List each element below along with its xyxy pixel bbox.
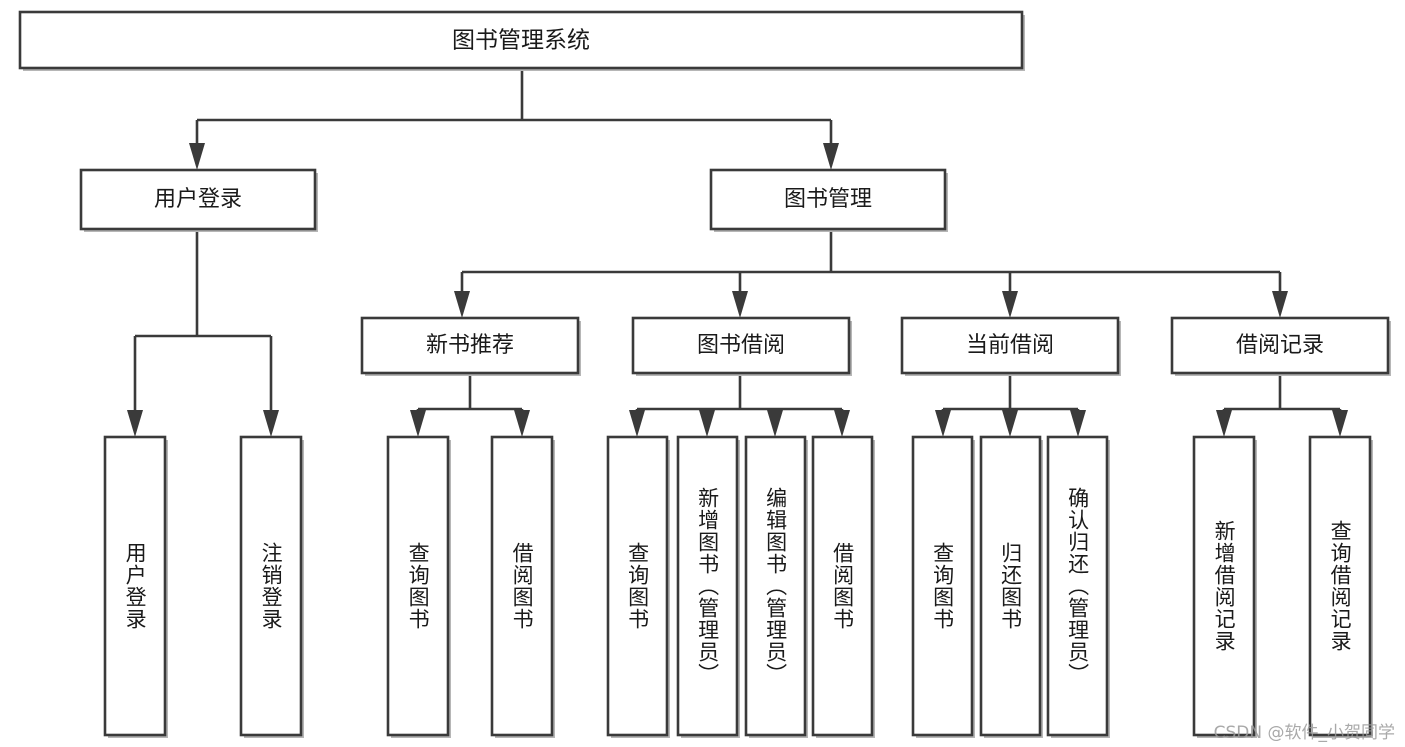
arrow-leaf-return-book [1002, 410, 1018, 437]
node-leaf-query-book-1[interactable] [386, 435, 451, 738]
leaf-query-book-2-box [606, 435, 669, 737]
connector-group-borrow-record [1216, 375, 1348, 437]
node-leaf-borrow-book-1[interactable] [490, 435, 555, 738]
node-leaf-edit-book[interactable] [744, 435, 808, 738]
arrow-leaf-edit-book [767, 410, 783, 437]
arrow-to-user-login [189, 143, 205, 170]
node-root[interactable]: 图书管理系统 [18, 10, 1025, 71]
leaf-confirm-return-box [1046, 435, 1109, 737]
node-leaf-query-book-2[interactable] [606, 435, 670, 738]
user-login-box [79, 168, 317, 231]
node-leaf-add-record[interactable] [1192, 435, 1257, 738]
node-book-borrow[interactable]: 图书借阅 [631, 316, 852, 376]
arrow-leaf-borrow-book-1 [514, 410, 530, 437]
node-leaf-user-login[interactable] [103, 435, 168, 738]
new-book-recommend-box [360, 316, 580, 375]
leaf-edit-book-box [744, 435, 807, 737]
arrow-to-book-borrow [732, 291, 748, 318]
book-management-label: 图书管理 [784, 187, 872, 212]
connector-group-new-book-recommend [410, 375, 530, 437]
node-leaf-query-record[interactable] [1308, 435, 1373, 738]
leaf-user-login-box [103, 435, 167, 737]
node-leaf-confirm-return[interactable] [1046, 435, 1110, 738]
borrow-record-label: 借阅记录 [1236, 333, 1324, 358]
current-borrow-label: 当前借阅 [966, 333, 1054, 358]
node-new-book-recommend[interactable]: 新书推荐 [360, 316, 581, 376]
root-label: 图书管理系统 [452, 28, 590, 54]
connector-group-current-borrow [935, 375, 1086, 437]
arrow-leaf-query-book-3 [935, 410, 951, 437]
leaf-add-book-box [676, 435, 739, 737]
root-box [18, 10, 1024, 70]
arrow-leaf-user-logout [263, 410, 279, 437]
node-leaf-add-book[interactable] [676, 435, 740, 738]
arrow-leaf-add-record [1216, 410, 1232, 437]
arrow-leaf-user-login [127, 410, 143, 437]
leaf-query-record-box [1308, 435, 1372, 737]
node-leaf-user-logout[interactable] [239, 435, 304, 738]
leaf-query-book-3-box [911, 435, 974, 737]
connector-group-book-management [454, 232, 1288, 318]
arrow-leaf-query-book-2 [629, 410, 645, 437]
arrow-to-new-book-recommend [454, 291, 470, 318]
borrow-record-box [1170, 316, 1390, 375]
arrow-to-current-borrow [1002, 291, 1018, 318]
user-login-label: 用户登录 [154, 187, 242, 212]
arrow-leaf-add-book [699, 410, 715, 437]
arrow-leaf-query-book-1 [410, 410, 426, 437]
leaf-user-logout-box [239, 435, 303, 737]
leaf-query-book-1-box [386, 435, 450, 737]
arrow-to-borrow-record [1272, 291, 1288, 318]
arrow-leaf-query-record [1332, 410, 1348, 437]
arrow-to-book-management [823, 143, 839, 170]
connector-group-user-login [127, 232, 279, 437]
new-book-recommend-label: 新书推荐 [426, 333, 514, 358]
book-borrow-box [631, 316, 851, 375]
node-leaf-borrow-book-2[interactable] [811, 435, 875, 738]
node-user-login[interactable]: 用户登录 [79, 168, 318, 232]
leaf-add-record-box [1192, 435, 1256, 737]
book-borrow-label: 图书借阅 [697, 333, 785, 358]
leaf-return-book-box [979, 435, 1042, 737]
leaf-borrow-book-1-box [490, 435, 554, 737]
node-current-borrow[interactable]: 当前借阅 [900, 316, 1121, 376]
node-borrow-record[interactable]: 借阅记录 [1170, 316, 1391, 376]
connector-group-book-borrow [629, 375, 850, 437]
book-management-box [709, 168, 947, 231]
connector-group-root [189, 68, 839, 170]
current-borrow-box [900, 316, 1120, 375]
leaf-borrow-book-2-box [811, 435, 874, 737]
arrow-leaf-borrow-book-2 [834, 410, 850, 437]
node-leaf-return-book[interactable] [979, 435, 1043, 738]
node-book-management[interactable]: 图书管理 [709, 168, 948, 232]
arrow-leaf-confirm-return [1070, 410, 1086, 437]
node-leaf-query-book-3[interactable] [911, 435, 975, 738]
